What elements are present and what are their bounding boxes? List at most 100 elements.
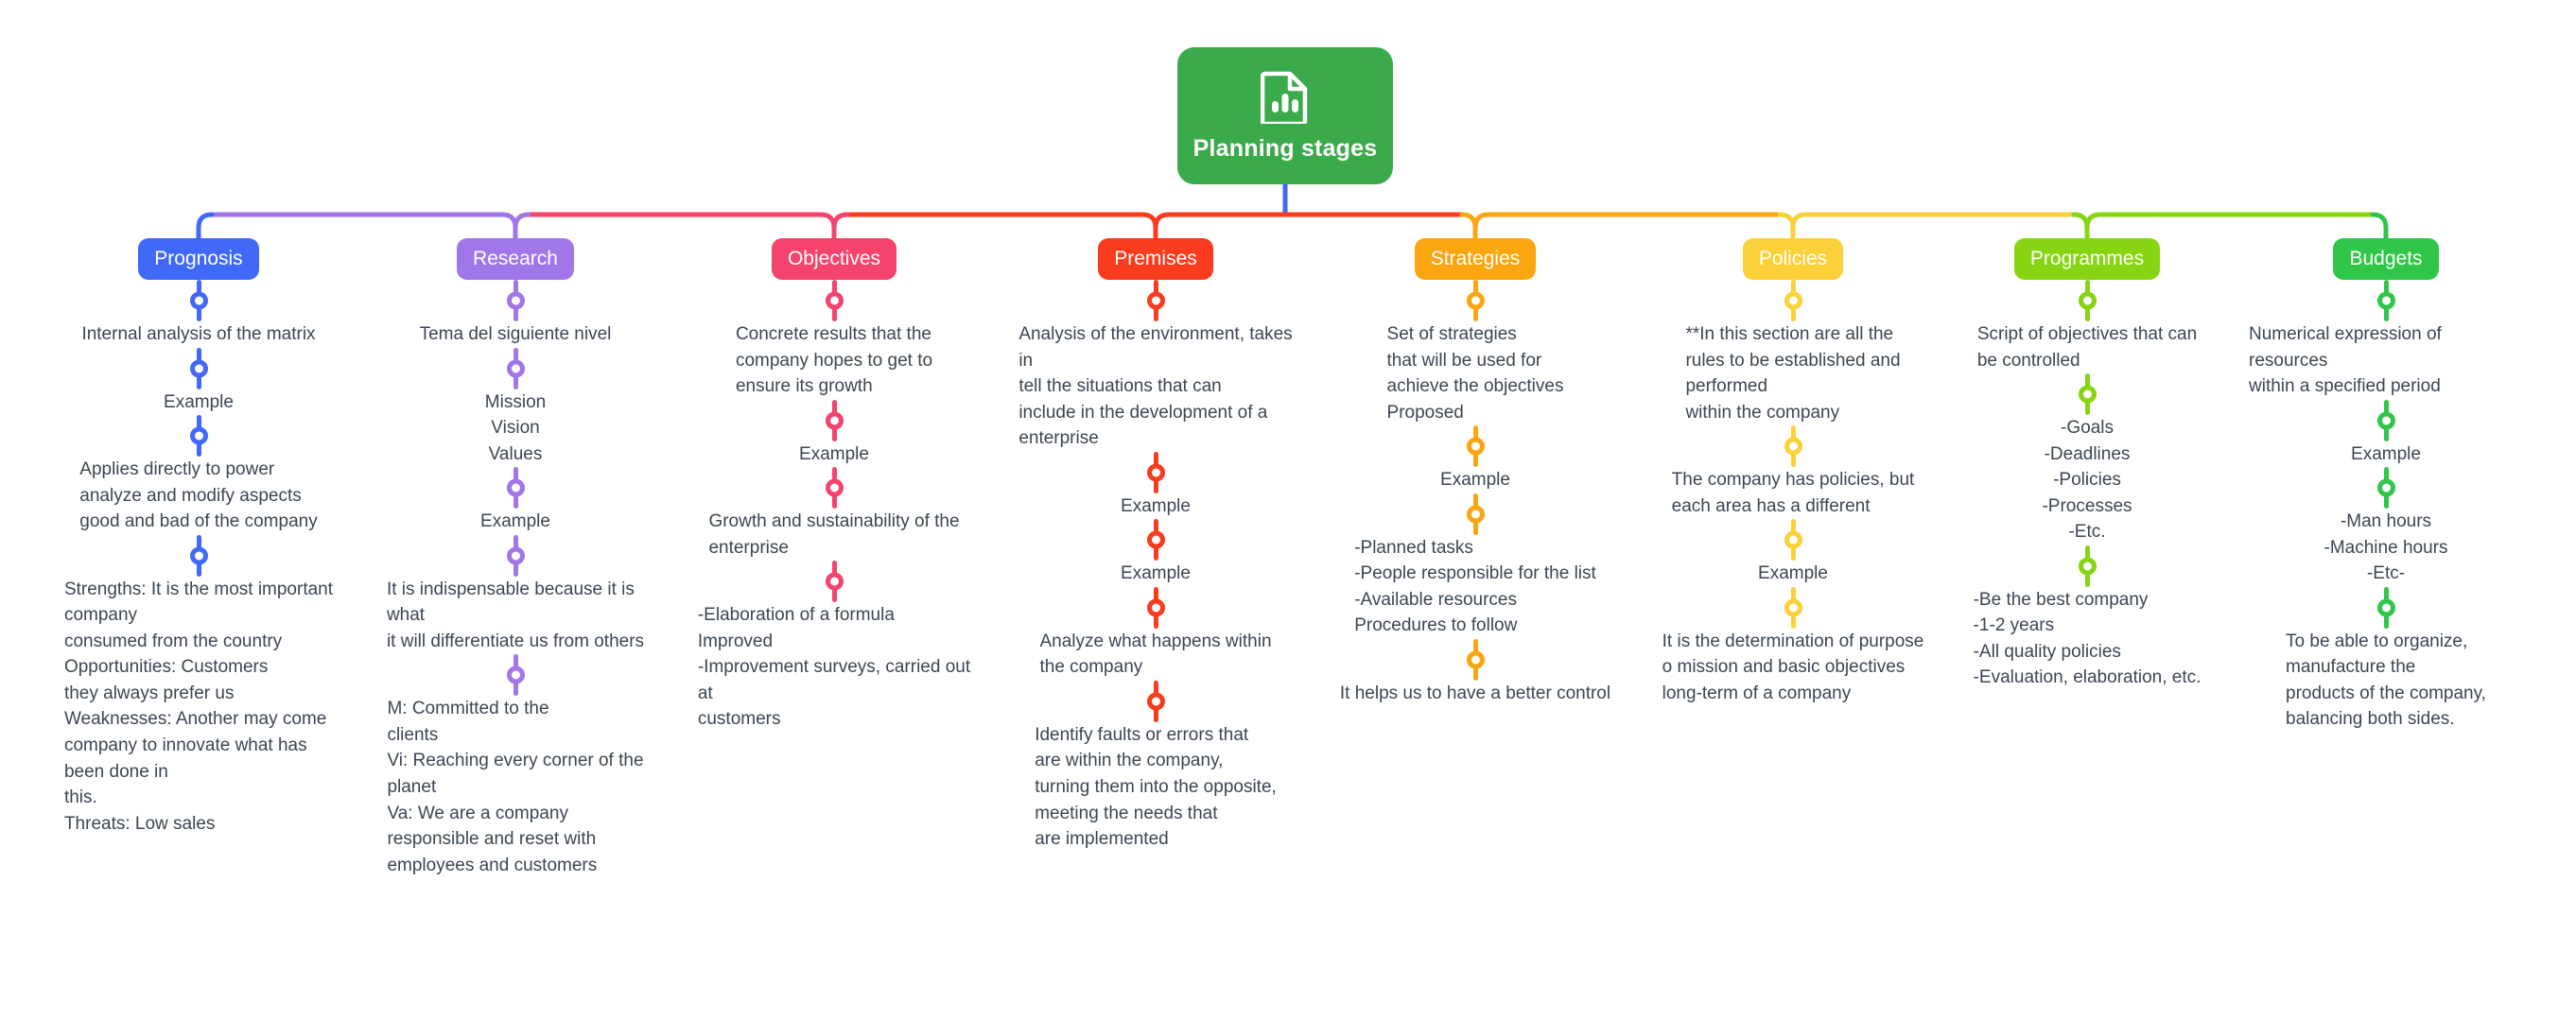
leaf-text[interactable]: Growth and sustainability of the enterpr… bbox=[708, 511, 960, 558]
connector-ring-icon[interactable] bbox=[1146, 291, 1165, 310]
root-title: Planning stages bbox=[1192, 135, 1378, 162]
connector-ring-icon[interactable] bbox=[189, 546, 208, 565]
connector-ring-icon[interactable] bbox=[189, 426, 208, 445]
leaf-text[interactable]: Identify faults or errors that are withi… bbox=[1035, 724, 1277, 850]
connector-node bbox=[2244, 467, 2528, 510]
branch-pill-programmes[interactable]: Programmes bbox=[2013, 238, 2161, 280]
connector-ring-icon[interactable] bbox=[825, 411, 844, 430]
connector-node bbox=[1945, 280, 2229, 321]
connector-ring-icon[interactable] bbox=[1784, 437, 1802, 456]
leaf-text[interactable]: It is the determination of purpose o mis… bbox=[1662, 631, 1924, 703]
connector-node bbox=[1014, 586, 1297, 629]
leaf-text[interactable]: Analyze what happens within the company bbox=[1039, 631, 1272, 678]
branch-pill-objectives[interactable]: Objectives bbox=[771, 238, 897, 280]
leaf-text[interactable]: -Elaboration of a formula Improved -Impr… bbox=[697, 605, 971, 730]
leaf-text[interactable]: Strengths: It is the most important comp… bbox=[63, 579, 334, 834]
connector-node bbox=[1651, 519, 1935, 562]
leaf-text[interactable]: Tema del siguiente nivel bbox=[419, 324, 612, 344]
connector-ring-icon[interactable] bbox=[1784, 598, 1802, 617]
leaf-text[interactable]: Example bbox=[480, 511, 550, 532]
leaf-text[interactable]: Example bbox=[164, 391, 234, 412]
connector-ring-icon[interactable] bbox=[189, 291, 208, 310]
branch-chain: Numerical expression of resources within… bbox=[2244, 280, 2528, 733]
connector-node bbox=[57, 347, 340, 389]
connector-node bbox=[2244, 586, 2528, 629]
leaf-text[interactable]: -Be the best company -1-2 years -All qua… bbox=[1973, 589, 2202, 688]
connector-node bbox=[1945, 373, 2229, 416]
leaf-text[interactable]: -Man hours -Machine hours -Etc- bbox=[2324, 511, 2448, 584]
root-node[interactable]: Planning stages bbox=[1177, 47, 1393, 184]
connector-ring-icon[interactable] bbox=[2376, 598, 2395, 617]
connector-node bbox=[1333, 493, 1617, 535]
leaf-text[interactable]: To be able to organize, manufacture the … bbox=[2286, 631, 2486, 730]
leaf-text[interactable]: Applies directly to power analyze and mo… bbox=[79, 459, 318, 532]
leaf-text[interactable]: Mission Vision Values bbox=[484, 391, 547, 464]
leaf-text[interactable]: Example bbox=[2351, 443, 2421, 464]
leaf-text[interactable]: M: Committed to the clients Vi: Reaching… bbox=[387, 699, 644, 875]
connector-node bbox=[1945, 545, 2229, 587]
leaf-text[interactable]: Example bbox=[1121, 495, 1191, 516]
connector-ring-icon[interactable] bbox=[825, 478, 844, 497]
connector-ring-icon[interactable] bbox=[189, 359, 208, 378]
wire-segment bbox=[513, 212, 531, 231]
connector-ring-icon[interactable] bbox=[1784, 291, 1802, 310]
connector-ring-icon[interactable] bbox=[2078, 385, 2097, 404]
leaf-text[interactable]: Example bbox=[1121, 563, 1191, 584]
leaf-text[interactable]: **In this section are all the rules to b… bbox=[1685, 324, 1901, 423]
branch-pill-premises[interactable]: Premises bbox=[1098, 238, 1213, 280]
connector-ring-icon[interactable] bbox=[1146, 463, 1165, 482]
leaf-text[interactable]: -Goals -Deadlines -Policies -Processes -… bbox=[2042, 418, 2132, 543]
leaf-text[interactable]: -Planned tasks -People responsible for t… bbox=[1354, 537, 1596, 636]
connector-ring-icon[interactable] bbox=[506, 478, 525, 497]
connector-ring-icon[interactable] bbox=[2376, 478, 2395, 497]
connector-ring-icon[interactable] bbox=[1146, 598, 1165, 617]
connector-ring-icon[interactable] bbox=[506, 666, 525, 684]
wire-segment bbox=[1472, 212, 1491, 231]
leaf-text[interactable]: Numerical expression of resources within… bbox=[2249, 324, 2442, 397]
connector-ring-icon[interactable] bbox=[1466, 505, 1485, 524]
leaf-text[interactable]: It is indispensable because it is what i… bbox=[386, 579, 645, 651]
leaf-text[interactable]: Example bbox=[799, 443, 869, 464]
leaf-text[interactable]: Analysis of the environment, takes in te… bbox=[1018, 324, 1293, 449]
leaf-text[interactable]: Internal analysis of the matrix bbox=[81, 324, 316, 344]
connector-ring-icon[interactable] bbox=[825, 572, 844, 591]
connector-ring-icon[interactable] bbox=[1146, 692, 1165, 711]
connector-ring-icon[interactable] bbox=[2078, 557, 2097, 576]
leaf-text[interactable]: Example bbox=[1440, 470, 1510, 491]
connector-ring-icon[interactable] bbox=[1784, 530, 1802, 549]
connector-ring-icon[interactable] bbox=[2376, 291, 2395, 310]
leaf-text[interactable]: Set of strategies that will be used for … bbox=[1386, 324, 1564, 423]
connector-ring-icon[interactable] bbox=[1146, 530, 1165, 549]
leaf-text[interactable]: Example bbox=[1758, 563, 1828, 584]
branch-pill-policies[interactable]: Policies bbox=[1742, 238, 1844, 280]
branch-pill-prognosis[interactable]: Prognosis bbox=[138, 238, 259, 280]
branch-pill-budgets[interactable]: Budgets bbox=[2333, 238, 2439, 280]
connector-ring-icon[interactable] bbox=[506, 546, 525, 565]
connector-node bbox=[1014, 451, 1297, 493]
branch-pill-research[interactable]: Research bbox=[457, 238, 574, 280]
connector-ring-icon[interactable] bbox=[2376, 411, 2395, 430]
connector-ring-icon[interactable] bbox=[506, 359, 525, 378]
connector-node bbox=[692, 399, 976, 441]
wire-segment bbox=[1153, 212, 1172, 231]
connector-ring-icon[interactable] bbox=[825, 291, 844, 310]
connector-node bbox=[374, 654, 657, 697]
branch-chain: Set of strategies that will be used for … bbox=[1333, 280, 1617, 706]
leaf-text[interactable]: The company has policies, but each area … bbox=[1671, 470, 1915, 516]
branch-pill-strategies[interactable]: Strategies bbox=[1414, 238, 1537, 280]
connector-node bbox=[374, 467, 657, 510]
leaf-text[interactable]: Concrete results that the company hopes … bbox=[735, 324, 933, 397]
connector-node bbox=[2244, 399, 2528, 441]
connector-ring-icon[interactable] bbox=[1466, 650, 1485, 669]
leaf-text[interactable]: It helps us to have a better control bbox=[1339, 683, 1611, 703]
leaf-text[interactable]: Script of objectives that can be control… bbox=[1976, 324, 2198, 371]
connector-ring-icon[interactable] bbox=[1466, 437, 1485, 456]
connector-ring-icon[interactable] bbox=[506, 291, 525, 310]
connector-ring-icon[interactable] bbox=[1466, 291, 1485, 310]
connector-ring-icon[interactable] bbox=[2078, 291, 2097, 310]
